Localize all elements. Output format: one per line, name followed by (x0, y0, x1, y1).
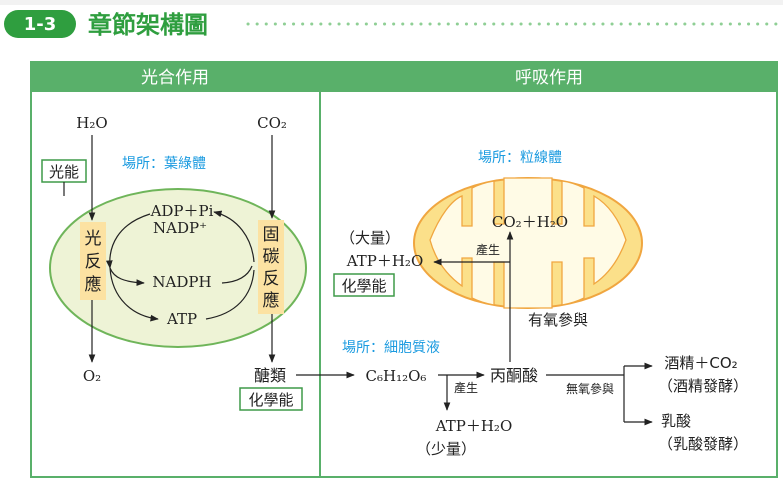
mitochondrion-cristae (429, 177, 627, 309)
produce-bottom-label: 產生 (454, 380, 478, 395)
respiration-chemical-energy-box (333, 273, 395, 297)
atp-label: ATP (166, 310, 197, 328)
alcohol-co2-label: 酒精＋CO₂ (664, 354, 737, 372)
pyruvate-label: 丙酮酸 (490, 366, 538, 385)
aerobic-label: 有氧參與 (528, 311, 588, 329)
carbon-fixation-char-4: 應 (263, 290, 280, 311)
respiration-header-bar (321, 62, 777, 92)
mitochondria-location-label: 場所：粒線體 (478, 150, 562, 166)
co2-h2o-label: CO₂＋H₂O (492, 213, 568, 231)
nadp-label: NADP⁺ (153, 219, 207, 237)
photosynthesis-heading: 光合作用 (141, 68, 209, 88)
arrow-adp-to-light (105, 213, 151, 269)
photosynthesis-panel: H₂O CO₂ 光能 場所：葉綠體 光 反 應 固 碳 反 應 ADP＋Pi N… (41, 114, 307, 411)
sugar-label: 醣類 (254, 366, 286, 385)
light-reaction-box (80, 222, 106, 300)
arrow-atp-to-fixation (205, 269, 255, 320)
carbon-fixation-char-2: 碳 (263, 247, 280, 267)
photosynthesis-header-bar (31, 62, 319, 92)
glucose-label: C₆H₁₂O₆ (366, 367, 427, 385)
light-energy-label: 光能 (49, 163, 79, 181)
co2-input-label: CO₂ (257, 114, 287, 132)
h2o-input-label: H₂O (76, 114, 107, 132)
light-reaction-char-3: 應 (85, 274, 102, 295)
arrow-nadph-to-fixation (221, 265, 253, 284)
nadph-label: NADPH (152, 273, 211, 291)
arrow-fixation-to-adp (213, 210, 255, 263)
produce-top-label: 產生 (476, 242, 500, 257)
alcohol-fermentation-label: （酒精發酵） (658, 377, 748, 395)
adp-pi-label: ADP＋Pi (150, 202, 214, 220)
arrow-light-to-atp (109, 267, 159, 322)
small-amount-label: （少量） (416, 440, 476, 458)
respiration-panel: 場所：粒線體 CO₂＋H₂O （大量） ATP＋H₂O 化學能 產生 有氧參與 … (296, 150, 748, 458)
top-strip (0, 0, 783, 5)
carbon-fixation-box (258, 220, 284, 314)
light-reaction-char-1: 光 (85, 229, 102, 249)
o2-output-label: O₂ (83, 367, 101, 385)
chapter-badge (4, 10, 76, 38)
atp-h2o-small-label: ATP＋H₂O (435, 417, 513, 435)
lactic-acid-label: 乳酸 (661, 412, 691, 430)
chapter-header: 1-3 章節架構圖 (0, 0, 783, 39)
light-reaction-char-2: 反 (85, 252, 102, 272)
large-amount-label: （大量） (340, 229, 400, 247)
carbon-fixation-char-3: 反 (263, 269, 280, 289)
anaerobic-label: 無氧參與 (566, 381, 614, 396)
arrow-light-to-nadph (109, 267, 145, 286)
sugar-chemical-energy-label: 化學能 (248, 391, 293, 409)
chapter-badge-text: 1-3 (24, 14, 57, 35)
atp-h2o-large-label: ATP＋H₂O (346, 252, 424, 270)
respiration-chemical-energy-label: 化學能 (341, 277, 386, 295)
lactic-fermentation-label: （乳酸發酵） (658, 435, 748, 453)
carbon-fixation-char-1: 固 (263, 225, 280, 245)
chloroplast-shape (49, 188, 307, 348)
chloroplast-location-label: 場所：葉綠體 (122, 156, 206, 172)
sugar-chemical-energy-box (239, 387, 303, 411)
chapter-title: 章節架構圖 (88, 11, 208, 39)
cytoplasm-location-label: 場所：細胞質液 (342, 340, 440, 356)
respiration-heading: 呼吸作用 (515, 68, 583, 88)
